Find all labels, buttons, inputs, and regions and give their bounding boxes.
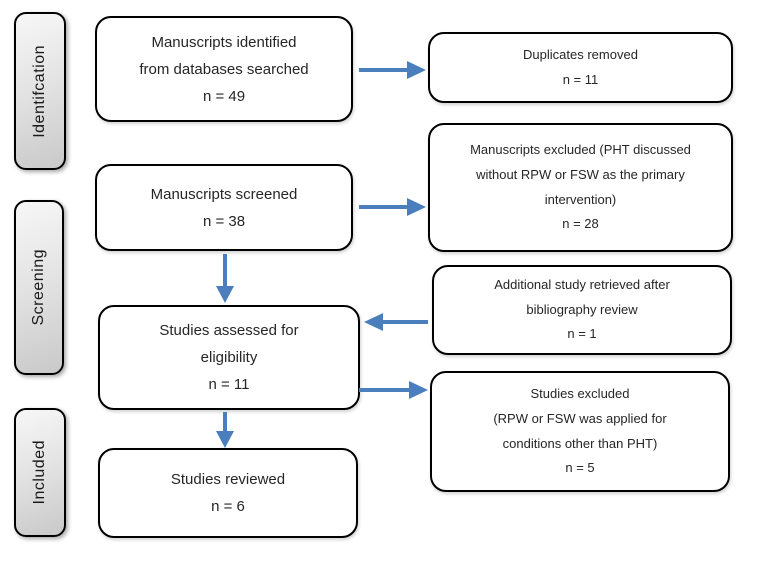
arrow-line (359, 68, 407, 72)
flow-box-text: Manuscripts screened (150, 185, 298, 203)
arrow-line (359, 205, 407, 209)
stage-box-included: Included (14, 408, 66, 537)
arrow-left-icon (364, 313, 428, 331)
arrow-head (216, 431, 234, 448)
arrow-down-icon (216, 412, 234, 448)
flow-box-manuscripts-identified: Manuscripts identified from databases se… (95, 16, 353, 122)
arrow-head (364, 313, 383, 331)
stage-label-included: Included (31, 440, 48, 505)
side-box-studies-excluded: Studies excluded (RPW or FSW was applied… (430, 371, 730, 492)
side-box-text: Additional study retrieved after bibliog… (494, 276, 670, 317)
flow-box-count: n = 11 (208, 376, 250, 393)
stage-label-screening: Screening (30, 249, 47, 326)
flow-box-text: Studies reviewed (170, 471, 286, 488)
side-box-text: Studies excluded (RPW or FSW was applied… (493, 386, 667, 451)
arrow-head (409, 381, 428, 399)
arrow-right-icon (359, 198, 426, 216)
side-box-text: Duplicates removed (523, 46, 638, 62)
flow-box-text: Studies assessed for eligibility (159, 322, 299, 366)
side-box-count: n = 11 (562, 71, 599, 87)
stage-box-identification: Identifcation (14, 12, 66, 170)
arrow-right-icon (359, 61, 426, 79)
arrow-line (359, 388, 409, 392)
side-box-count: n = 28 (562, 216, 599, 232)
stage-label-identification: Identifcation (31, 44, 48, 138)
arrow-line (223, 254, 227, 286)
flow-box-studies-reviewed: Studies reviewed n = 6 (98, 448, 358, 538)
side-box-count: n = 1 (567, 326, 597, 342)
side-box-additional-study: Additional study retrieved after bibliog… (432, 265, 732, 355)
flow-box-count: n = 6 (211, 498, 245, 515)
arrow-down-icon (216, 254, 234, 303)
arrow-head (407, 61, 426, 79)
flow-box-count: n = 38 (202, 212, 246, 230)
side-box-duplicates-removed: Duplicates removed n = 11 (428, 32, 733, 103)
arrow-line (223, 412, 227, 431)
arrow-head (216, 286, 234, 303)
side-box-text: Manuscripts excluded (PHT discussed with… (470, 142, 691, 207)
arrow-line (383, 320, 428, 324)
flow-box-studies-assessed: Studies assessed for eligibility n = 11 (98, 305, 360, 410)
arrow-right-icon (359, 381, 428, 399)
stage-box-screening: Screening (14, 200, 64, 375)
arrow-head (407, 198, 426, 216)
side-box-manuscripts-excluded: Manuscripts excluded (PHT discussed with… (428, 123, 733, 252)
flow-box-text: Manuscripts identified from databases se… (139, 33, 309, 78)
flow-box-count: n = 49 (202, 87, 246, 105)
side-box-count: n = 5 (565, 460, 595, 476)
flow-box-manuscripts-screened: Manuscripts screened n = 38 (95, 164, 353, 251)
